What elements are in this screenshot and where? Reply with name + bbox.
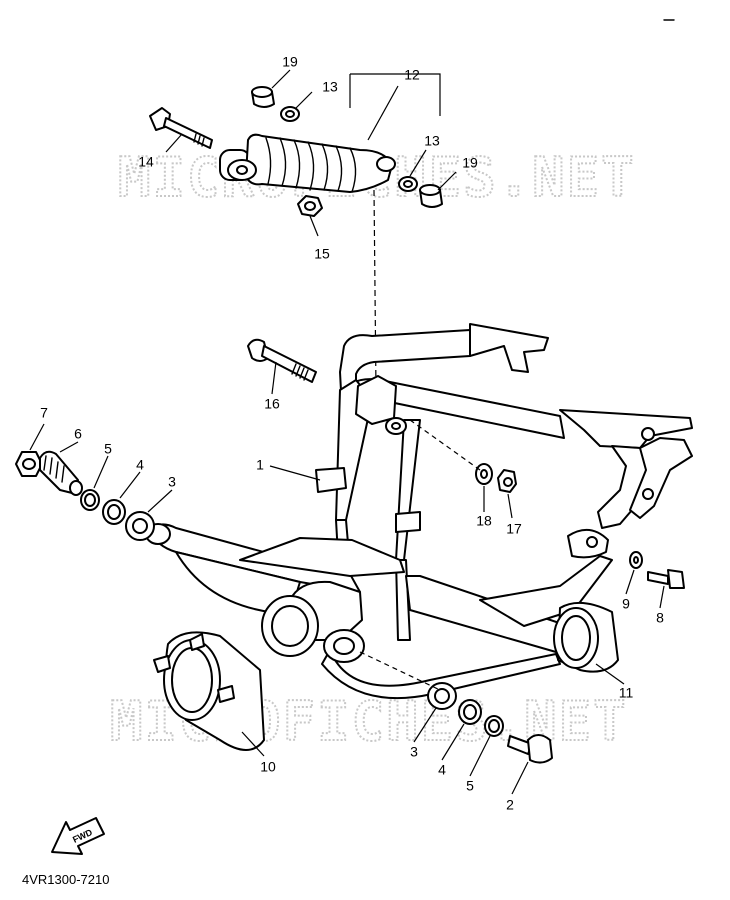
bolt-8[interactable] xyxy=(647,569,685,589)
callout-5-right: 5 xyxy=(466,778,474,794)
collar-5-right[interactable] xyxy=(484,715,504,737)
diagram-code: 4VR1300-7210 xyxy=(22,872,109,887)
collar-19-top[interactable] xyxy=(251,86,275,108)
washer-4-right[interactable] xyxy=(458,699,482,725)
washer-4-left[interactable] xyxy=(102,499,126,525)
bearing-3-left[interactable] xyxy=(125,511,155,541)
dust-cover-11[interactable] xyxy=(553,601,619,673)
bolt-14[interactable] xyxy=(149,107,213,149)
callout-19-top: 19 xyxy=(282,54,298,70)
callout-9: 9 xyxy=(622,596,630,612)
bearing-3-right[interactable] xyxy=(427,682,457,710)
callout-15: 15 xyxy=(314,246,330,262)
washer-18[interactable] xyxy=(475,463,493,485)
bolt-16[interactable] xyxy=(247,338,317,383)
callout-12: 12 xyxy=(404,67,420,83)
nut-17[interactable] xyxy=(497,469,517,493)
washer-13-top[interactable] xyxy=(280,106,300,122)
callout-1: 1 xyxy=(256,457,264,473)
callout-7: 7 xyxy=(40,405,48,421)
callout-16: 16 xyxy=(264,396,280,412)
pivot-shaft-6[interactable] xyxy=(39,450,83,496)
collar-19-right[interactable] xyxy=(419,184,443,208)
callout-8: 8 xyxy=(656,610,664,626)
callout-13-right: 13 xyxy=(424,133,440,149)
swingarm-1[interactable] xyxy=(145,375,613,700)
washer-13-right[interactable] xyxy=(398,176,418,192)
callout-2: 2 xyxy=(506,797,514,813)
callout-13-top: 13 xyxy=(322,79,338,95)
callout-4-left: 4 xyxy=(136,457,144,473)
nut-7[interactable] xyxy=(15,451,43,477)
callout-17: 17 xyxy=(506,521,522,537)
chain-case-10[interactable] xyxy=(153,631,265,751)
frame-section xyxy=(339,323,693,559)
callout-3-right: 3 xyxy=(410,744,418,760)
callout-6: 6 xyxy=(74,426,82,442)
rear-shock-absorber[interactable] xyxy=(219,133,396,193)
callout-11: 11 xyxy=(619,685,634,701)
leader-lines xyxy=(29,69,665,795)
nut-15[interactable] xyxy=(297,195,323,217)
callout-3-left: 3 xyxy=(168,474,176,490)
collar-5-left[interactable] xyxy=(80,489,100,511)
callout-10: 10 xyxy=(260,759,276,775)
pivot-bolt-2[interactable] xyxy=(507,734,553,764)
callout-5-left: 5 xyxy=(104,441,112,457)
callout-4-right: 4 xyxy=(438,762,446,778)
callout-18: 18 xyxy=(476,513,492,529)
washer-9[interactable] xyxy=(629,551,643,569)
callout-14: 14 xyxy=(138,154,154,170)
callout-19-right: 19 xyxy=(462,155,478,171)
fwd-arrow-icon: FWD xyxy=(51,817,105,855)
